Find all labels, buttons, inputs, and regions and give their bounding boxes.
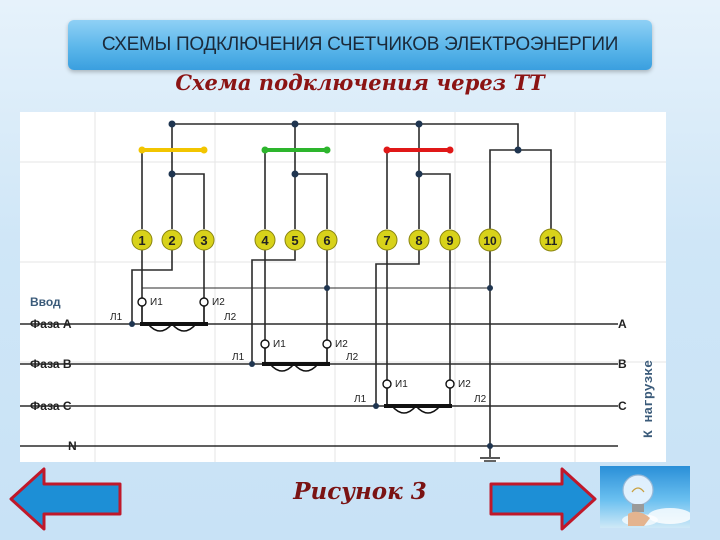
svg-text:10: 10	[483, 234, 497, 248]
svg-text:4: 4	[261, 233, 269, 248]
title-banner: СХЕМЫ ПОДКЛЮЧЕНИЯ СЧЕТЧИКОВ ЭЛЕКТРОЭНЕРГ…	[68, 20, 652, 70]
svg-text:И2: И2	[458, 379, 471, 390]
svg-text:7: 7	[383, 233, 390, 248]
terminal-9: 9	[439, 229, 461, 251]
terminal-6: 6	[316, 229, 338, 251]
svg-text:5: 5	[291, 233, 298, 248]
phase-lines	[20, 323, 618, 447]
page-title: СХЕМЫ ПОДКЛЮЧЕНИЯ СЧЕТЧИКОВ ЭЛЕКТРОЭНЕРГ…	[101, 34, 619, 55]
neutral-label: N	[68, 439, 77, 453]
ground-icon	[480, 457, 500, 462]
terminal-11: 11	[539, 228, 563, 252]
figure-caption: Рисунок 3	[293, 478, 427, 505]
terminal-7: 7	[376, 229, 398, 251]
svg-text:Л2: Л2	[224, 312, 237, 323]
left-arrow-icon[interactable]	[8, 466, 124, 532]
svg-text:Л2: Л2	[346, 352, 359, 363]
input-label: Ввод	[30, 295, 61, 309]
terminal-4: 4	[254, 229, 276, 251]
svg-text:И1: И1	[395, 379, 408, 390]
right-arrow-icon[interactable]	[488, 466, 598, 532]
page-subtitle: Схема подключения через ТТ	[175, 70, 545, 95]
svg-text:И1: И1	[273, 339, 286, 350]
svg-text:6: 6	[323, 233, 330, 248]
svg-text:3: 3	[200, 233, 207, 248]
phase-a-label: Фаза А	[30, 317, 72, 331]
end-a-label: A	[618, 317, 627, 331]
end-c-label: C	[618, 399, 627, 413]
svg-text:Л1: Л1	[110, 312, 123, 323]
terminal-1: 1	[131, 229, 153, 251]
svg-text:9: 9	[446, 233, 453, 248]
phase-labels: Ввод Фаза А Фаза B Фаза С N A B C	[30, 295, 627, 453]
wiring	[131, 123, 552, 457]
svg-text:И2: И2	[335, 339, 348, 350]
background-grid	[20, 112, 666, 462]
svg-text:Л1: Л1	[354, 394, 367, 405]
terminal-5: 5	[284, 229, 306, 251]
svg-text:Л1: Л1	[232, 352, 245, 363]
svg-text:2: 2	[168, 233, 175, 248]
thumbnail-image[interactable]	[600, 466, 690, 528]
phase-b-label: Фаза B	[30, 357, 72, 371]
terminal-8: 8	[408, 229, 430, 251]
terminal-2: 2	[161, 229, 183, 251]
meter-terminals: 1 2 3 4 5 6 7 8 9 10 11	[131, 228, 563, 252]
light-bulb-icon	[622, 474, 690, 526]
svg-text:И1: И1	[150, 297, 163, 308]
junction-dots	[129, 120, 522, 449]
svg-text:8: 8	[415, 233, 422, 248]
svg-text:1: 1	[138, 233, 145, 248]
load-label: К нагрузке	[641, 360, 656, 438]
svg-text:11: 11	[545, 234, 558, 248]
ct-terminals	[137, 297, 455, 389]
end-b-label: B	[618, 357, 627, 371]
terminal-3: 3	[193, 229, 215, 251]
jumper-ends	[138, 146, 454, 154]
svg-text:Л2: Л2	[474, 394, 487, 405]
svg-text:И2: И2	[212, 297, 225, 308]
current-transformers	[140, 302, 452, 414]
phase-c-label: Фаза С	[30, 399, 72, 413]
terminal-10: 10	[478, 228, 502, 252]
